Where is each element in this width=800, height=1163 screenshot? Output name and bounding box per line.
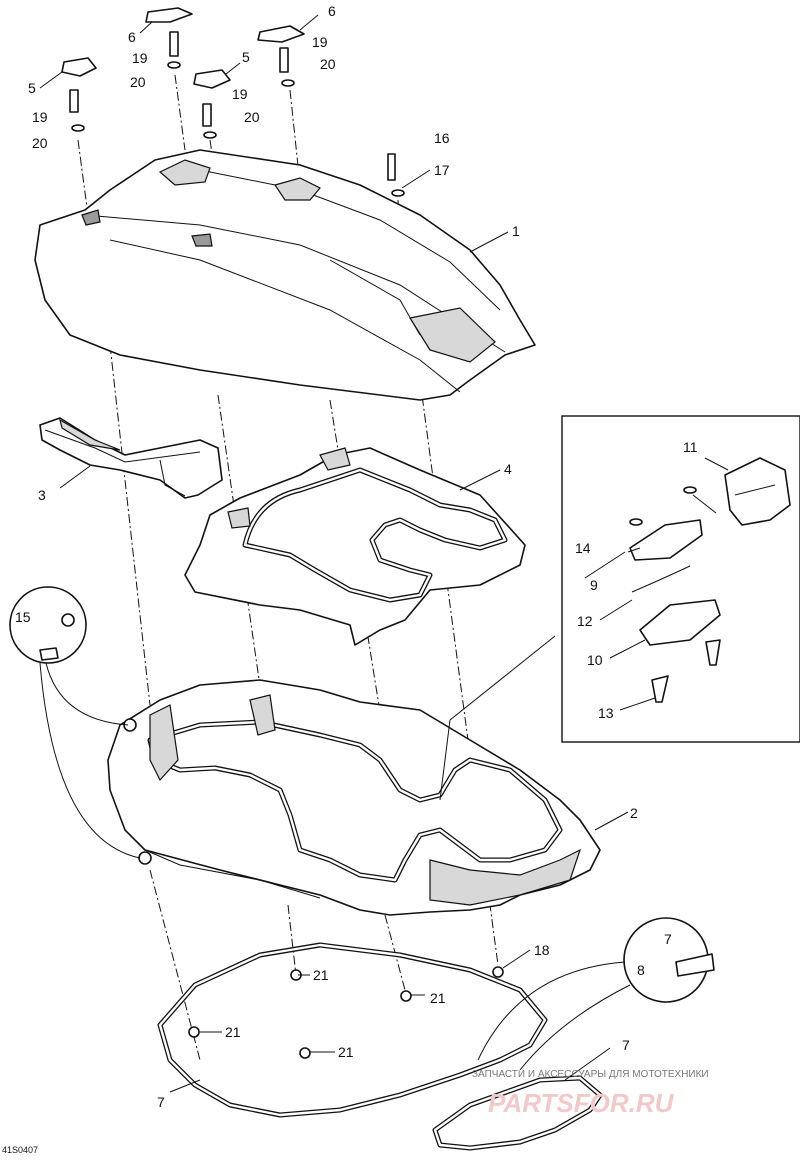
callout-18: 18 bbox=[534, 942, 550, 958]
callout-20: 20 bbox=[130, 74, 146, 90]
part-7-gasket-loop bbox=[157, 942, 603, 1151]
callout-3: 3 bbox=[38, 487, 46, 503]
callout-6: 6 bbox=[328, 3, 336, 19]
callout-10: 10 bbox=[587, 652, 603, 668]
callout-7: 7 bbox=[622, 1037, 630, 1053]
inset-box bbox=[439, 415, 800, 801]
part-4-middle-frame bbox=[184, 447, 526, 646]
callout-7: 7 bbox=[157, 1094, 165, 1110]
callout-14: 14 bbox=[575, 540, 591, 556]
callout-5: 5 bbox=[242, 49, 250, 65]
callout-21: 21 bbox=[225, 1024, 241, 1040]
detail-circle-15 bbox=[9, 586, 141, 859]
callout-16: 16 bbox=[434, 130, 450, 146]
part-1-top-cover bbox=[34, 149, 536, 401]
callout-7: 7 bbox=[664, 931, 672, 947]
callout-9: 9 bbox=[590, 577, 598, 593]
callout-13: 13 bbox=[598, 705, 614, 721]
watermark-brand: PARTSFOR.RU bbox=[488, 1088, 675, 1118]
callout-21: 21 bbox=[313, 967, 329, 983]
callout-5: 5 bbox=[28, 80, 36, 96]
callout-8: 8 bbox=[637, 962, 645, 978]
fasteners bbox=[123, 718, 504, 1059]
part-3-side-panel bbox=[39, 417, 223, 499]
detail-circle-8 bbox=[477, 917, 715, 1071]
callout-2: 2 bbox=[630, 805, 638, 821]
reference-code: 41S0407 bbox=[2, 1145, 38, 1155]
clips-and-screws bbox=[61, 7, 405, 197]
callout-19: 19 bbox=[232, 86, 248, 102]
callout-12: 12 bbox=[577, 613, 593, 629]
callout-15: 15 bbox=[15, 609, 31, 625]
callout-19: 19 bbox=[132, 50, 148, 66]
callout-20: 20 bbox=[320, 56, 336, 72]
callout-11: 11 bbox=[683, 439, 698, 455]
callout-20: 20 bbox=[32, 135, 48, 151]
callout-labels: 1 2 3 4 5 5 6 6 7 7 7 8 9 10 11 12 13 14… bbox=[15, 3, 698, 1110]
callout-20: 20 bbox=[244, 109, 260, 125]
callout-leaders bbox=[39, 14, 656, 1093]
watermark-caption: ЗАПЧАСТИ И АКСЕССУАРЫ ДЛЯ МОТОТЕХНИКИ bbox=[472, 1069, 709, 1080]
callout-21: 21 bbox=[430, 990, 446, 1006]
callout-19: 19 bbox=[312, 34, 328, 50]
callout-19: 19 bbox=[32, 109, 48, 125]
callout-21: 21 bbox=[338, 1044, 354, 1060]
part-2-lower-frame bbox=[107, 679, 601, 916]
callout-17: 17 bbox=[434, 162, 450, 178]
callout-4: 4 bbox=[504, 461, 512, 477]
callout-1: 1 bbox=[512, 223, 520, 239]
callout-6: 6 bbox=[128, 29, 136, 45]
